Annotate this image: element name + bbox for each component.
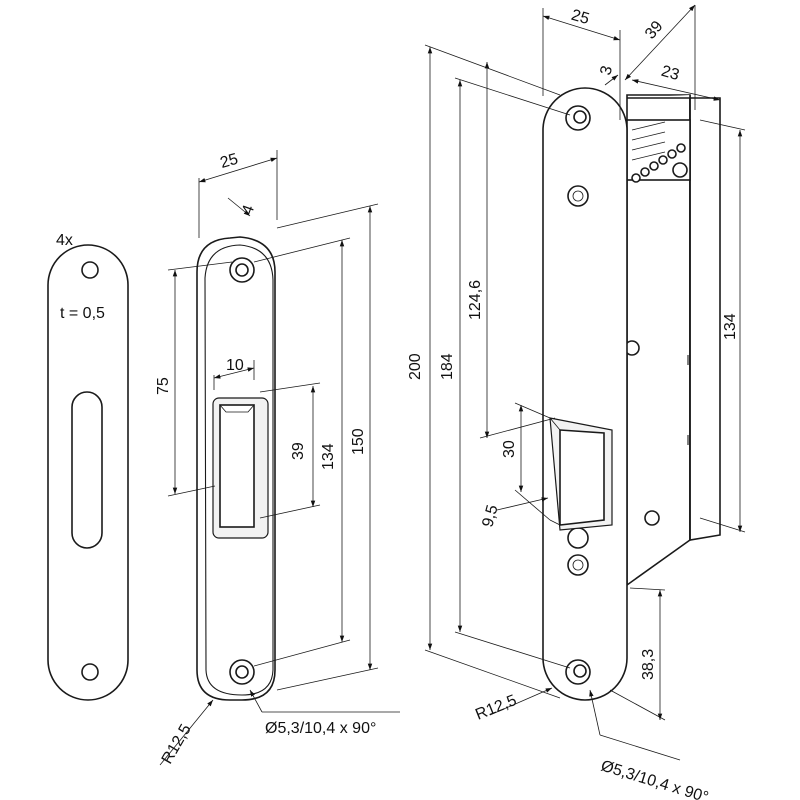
dim-latch-offset: 124,6 xyxy=(467,280,484,320)
cover-slot xyxy=(71,391,103,549)
lock-body: 25 39 3 23 200 184 124,6 134 30 9,5 38,3… xyxy=(407,4,746,800)
cover-plate: 4x t = 0,5 xyxy=(47,232,129,701)
dim-radius: R12,5 xyxy=(159,721,195,767)
dim-hole-spec: Ø5,3/10,4 x 90° xyxy=(265,720,376,737)
dim-hole-spacing: 184 xyxy=(439,353,456,380)
cover-hole-bottom xyxy=(81,663,99,681)
faceplate-screw-bottom xyxy=(567,554,589,576)
dim-width: 25 xyxy=(218,151,240,172)
quantity-label: 4x xyxy=(56,232,73,249)
dim-length: 200 xyxy=(407,353,424,380)
dim-latch-projection: 9,5 xyxy=(479,503,501,529)
strike-slot xyxy=(219,404,255,528)
dim-body-height: 134 xyxy=(722,313,739,340)
cover-hole-top xyxy=(81,261,99,279)
dim-body-depth: 23 xyxy=(659,63,681,84)
dim-hole-spacing: 134 xyxy=(320,443,337,470)
dim-slot-width: 10 xyxy=(226,357,244,374)
dim-offset: 75 xyxy=(155,377,172,395)
faceplate xyxy=(542,87,628,701)
strike-plate: 25 4 10 75 39 134 150 R12,5 Ø5,3/10,4 x … xyxy=(155,150,400,767)
faceplate-screw-top xyxy=(567,185,589,207)
strike-hole-top xyxy=(235,263,249,277)
thickness-label: t = 0,5 xyxy=(60,305,105,322)
strike-hole-bottom xyxy=(235,665,249,679)
terminal-screws xyxy=(631,143,686,183)
lock-hole-top xyxy=(573,110,587,124)
dim-length: 150 xyxy=(350,428,367,455)
dim-lock-radius: R12,5 xyxy=(473,692,519,724)
dim-bottom-offset: 38,3 xyxy=(640,649,657,680)
dim-lock-hole-spec: Ø5,3/10,4 x 90° xyxy=(599,758,710,800)
dim-slot-height: 39 xyxy=(290,442,307,460)
dim-faceplate-thickness: 3 xyxy=(597,64,616,77)
dim-faceplate-width: 25 xyxy=(569,7,591,28)
dim-latch-height: 30 xyxy=(501,440,518,458)
dim-depth: 4 xyxy=(239,203,258,217)
lock-hole-bottom xyxy=(573,664,587,678)
